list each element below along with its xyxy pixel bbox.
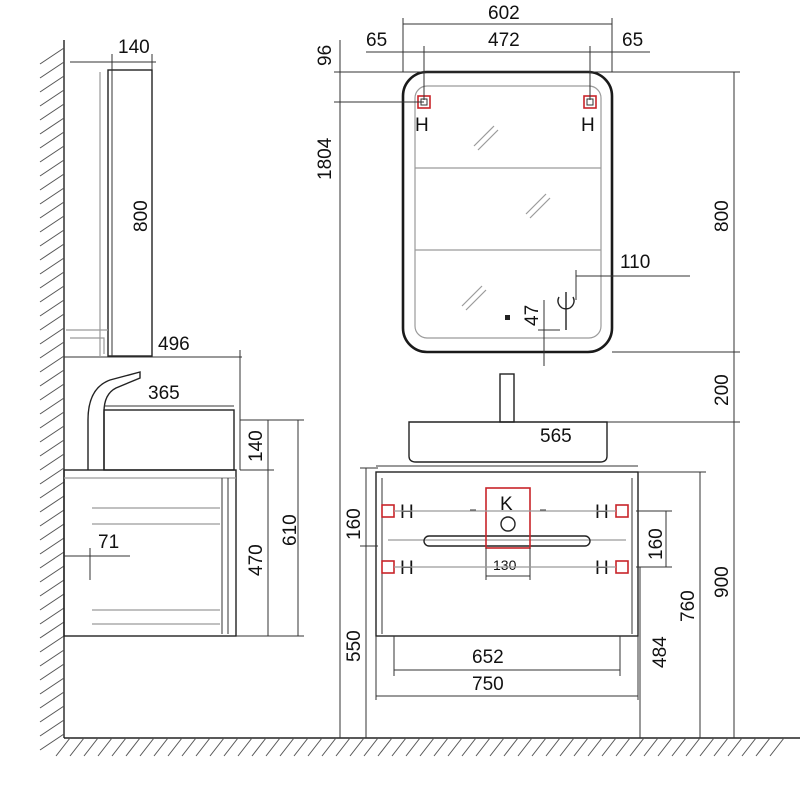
cabinet-mount-top-right-icon bbox=[615, 504, 629, 518]
drawer-spacing-right-label: 160 bbox=[646, 528, 667, 560]
drawer-spacing-left-label: 160 bbox=[344, 508, 365, 540]
mirror-sensor-icon bbox=[505, 315, 510, 320]
side-faucet bbox=[87, 371, 141, 470]
mirror-mount-left-label: H bbox=[415, 115, 429, 136]
mirror-mount-height-label: 1804 bbox=[315, 137, 336, 180]
front-basin: 565 bbox=[408, 373, 608, 463]
side-basin-depth-label: 365 bbox=[148, 383, 180, 404]
plumbing-panel bbox=[485, 487, 531, 549]
floor-to-drawer-label: 484 bbox=[650, 636, 671, 668]
mirror-mount-right-label: H bbox=[581, 115, 595, 136]
switch-offset-y-label: 47 bbox=[522, 305, 543, 326]
floor-to-top-left-label: 550 bbox=[344, 630, 365, 662]
inner-width-label: 652 bbox=[472, 647, 504, 668]
wall-hatch bbox=[39, 40, 65, 751]
cabinet-mount-bottom-right-icon bbox=[615, 560, 629, 574]
side-basin bbox=[103, 409, 235, 471]
mirror-side-right-label: 65 bbox=[622, 30, 643, 51]
cabinet-mount-top-left-icon bbox=[381, 504, 395, 518]
cabinet-mount-bottom-left-label: H bbox=[400, 558, 414, 579]
side-total-height-label: 610 bbox=[280, 514, 301, 546]
side-cabinet-height-label: 470 bbox=[246, 544, 267, 576]
front-faucet bbox=[499, 373, 515, 423]
mirror-side-left-label: 65 bbox=[366, 30, 387, 51]
mirror-width-label: 602 bbox=[488, 3, 520, 24]
drawer-handle bbox=[423, 535, 591, 547]
drain-label: K bbox=[500, 494, 513, 515]
front-mirror: H H 110 47 602 65 472 65 bbox=[315, 3, 740, 738]
basin-width-label: 565 bbox=[540, 426, 572, 447]
side-mirror-depth-label: 140 bbox=[118, 37, 150, 58]
side-basin-height-label: 140 bbox=[246, 430, 267, 462]
side-mirror-height-label: 800 bbox=[131, 200, 152, 232]
cabinet-total-height-label: 900 bbox=[712, 566, 733, 598]
cabinet-mount-top-right-label: H bbox=[595, 502, 609, 523]
side-view: 140 800 496 365 140 71 470 bbox=[63, 37, 304, 637]
mirror-height-label: 800 bbox=[712, 200, 733, 232]
side-cabinet-depth-label: 496 bbox=[158, 334, 190, 355]
side-cabinet bbox=[63, 469, 237, 637]
drain-width-label: 130 bbox=[493, 557, 517, 573]
side-handle-offset-label: 71 bbox=[98, 532, 119, 553]
gap-above-basin-label: 200 bbox=[712, 374, 733, 406]
side-mirror-body bbox=[107, 69, 153, 357]
cabinet-mount-bottom-right-label: H bbox=[595, 558, 609, 579]
cabinet-width-label: 750 bbox=[472, 674, 504, 695]
cabinet-mount-height-label: 760 bbox=[678, 590, 699, 622]
mirror-inner bbox=[414, 85, 602, 339]
switch-offset-x-label: 110 bbox=[620, 252, 650, 273]
drain-icon bbox=[500, 516, 516, 532]
mirror-switch-icon bbox=[557, 292, 575, 330]
cabinet-mount-bottom-left-icon bbox=[381, 560, 395, 574]
mirror-inner-width-label: 472 bbox=[488, 30, 520, 51]
cabinet-body bbox=[375, 471, 639, 637]
cabinet-mount-top-left-label: H bbox=[400, 502, 414, 523]
mirror-frame bbox=[401, 70, 614, 354]
floor-hatch bbox=[55, 737, 800, 757]
basin-body bbox=[408, 421, 608, 463]
mirror-top-offset-label: 96 bbox=[315, 45, 336, 66]
front-cabinet: K 130 H H H H 160 160 550 48 bbox=[344, 422, 735, 738]
